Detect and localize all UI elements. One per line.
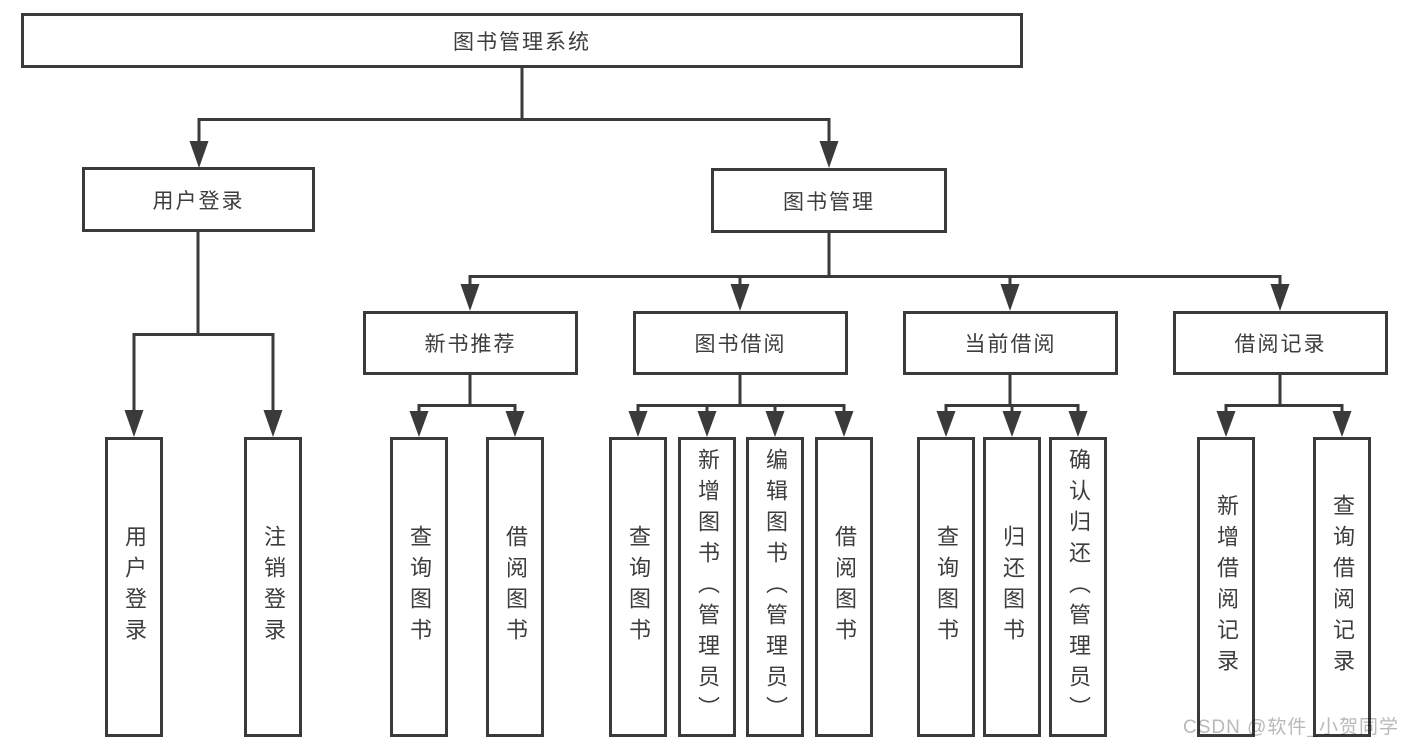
arrow-icon <box>124 410 144 437</box>
arrow-icon <box>834 411 854 437</box>
arrow-icon <box>765 411 785 437</box>
leaf-borrow-books: 借阅图书 <box>815 437 873 737</box>
arrow-icon <box>1216 411 1236 437</box>
arrow-icon <box>697 411 717 437</box>
leaf-add-borrow-record: 新增借阅记录 <box>1197 437 1255 737</box>
leaf-query-books-recommend: 查询图书 <box>390 437 448 737</box>
leaf-query-books-recommend-label: 查询图书 <box>407 525 432 649</box>
node-book-borrow-label: 图书借阅 <box>694 333 787 356</box>
leaf-edit-book-admin-label: 编辑图书（管理员） <box>763 447 788 727</box>
leaf-confirm-return-admin: 确认归还（管理员） <box>1049 437 1107 737</box>
arrow-icon <box>263 410 283 437</box>
arrow-icon <box>936 411 956 437</box>
arrow-icon <box>628 411 648 437</box>
node-book-borrow: 图书借阅 <box>633 311 848 375</box>
arrow-icon <box>409 411 429 437</box>
leaf-logout-label: 注销登录 <box>261 525 286 649</box>
leaf-edit-book-admin: 编辑图书（管理员） <box>746 437 804 737</box>
leaf-borrow-books-recommend-label: 借阅图书 <box>503 525 528 649</box>
node-borrow-records: 借阅记录 <box>1173 311 1388 375</box>
leaf-query-borrow-record-label: 查询借阅记录 <box>1330 494 1355 680</box>
arrow-icon <box>819 141 839 168</box>
leaf-logout: 注销登录 <box>244 437 302 737</box>
arrow-icon <box>1000 284 1020 311</box>
leaf-add-book-admin: 新增图书（管理员） <box>678 437 736 737</box>
leaf-return-book: 归还图书 <box>983 437 1041 737</box>
node-new-book-recommend-label: 新书推荐 <box>424 333 517 356</box>
leaf-query-books-borrow-label: 查询图书 <box>626 525 651 649</box>
leaf-query-books-borrow: 查询图书 <box>609 437 667 737</box>
leaf-query-borrow-record: 查询借阅记录 <box>1313 437 1371 737</box>
node-current-borrow: 当前借阅 <box>903 311 1118 375</box>
leaf-add-borrow-record-label: 新增借阅记录 <box>1214 494 1239 680</box>
node-root-label: 图书管理系统 <box>453 30 591 54</box>
node-current-borrow-label: 当前借阅 <box>964 333 1057 356</box>
arrow-icon <box>189 141 209 168</box>
leaf-borrow-books-recommend: 借阅图书 <box>486 437 544 737</box>
node-new-book-recommend: 新书推荐 <box>363 311 578 375</box>
node-book-management-label: 图书管理 <box>783 190 875 214</box>
leaf-borrow-books-label: 借阅图书 <box>832 525 857 649</box>
node-book-management: 图书管理 <box>711 168 947 233</box>
leaf-return-book-label: 归还图书 <box>1000 525 1025 649</box>
leaf-confirm-return-admin-label: 确认归还（管理员） <box>1066 447 1091 727</box>
leaf-add-book-admin-label: 新增图书（管理员） <box>695 447 720 727</box>
arrow-icon <box>1002 411 1022 437</box>
arrow-icon <box>730 284 750 311</box>
leaf-user-login: 用户登录 <box>105 437 163 737</box>
node-borrow-records-label: 借阅记录 <box>1234 333 1327 356</box>
node-root: 图书管理系统 <box>21 13 1023 68</box>
connector-paths <box>132 68 1344 414</box>
arrow-icon <box>505 411 525 437</box>
leaf-query-books-current: 查询图书 <box>917 437 975 737</box>
leaf-query-books-current-label: 查询图书 <box>934 525 959 649</box>
watermark: CSDN @软件_小贺同学 <box>1183 717 1399 738</box>
node-user-login: 用户登录 <box>82 167 315 232</box>
leaf-user-login-label: 用户登录 <box>122 525 147 649</box>
arrow-icon <box>1332 411 1352 437</box>
arrow-icon <box>1068 411 1088 437</box>
node-user-login-label: 用户登录 <box>152 189 245 213</box>
arrow-icon <box>460 284 480 311</box>
arrowhead-icons <box>124 141 1352 437</box>
arrow-icon <box>1270 284 1290 311</box>
